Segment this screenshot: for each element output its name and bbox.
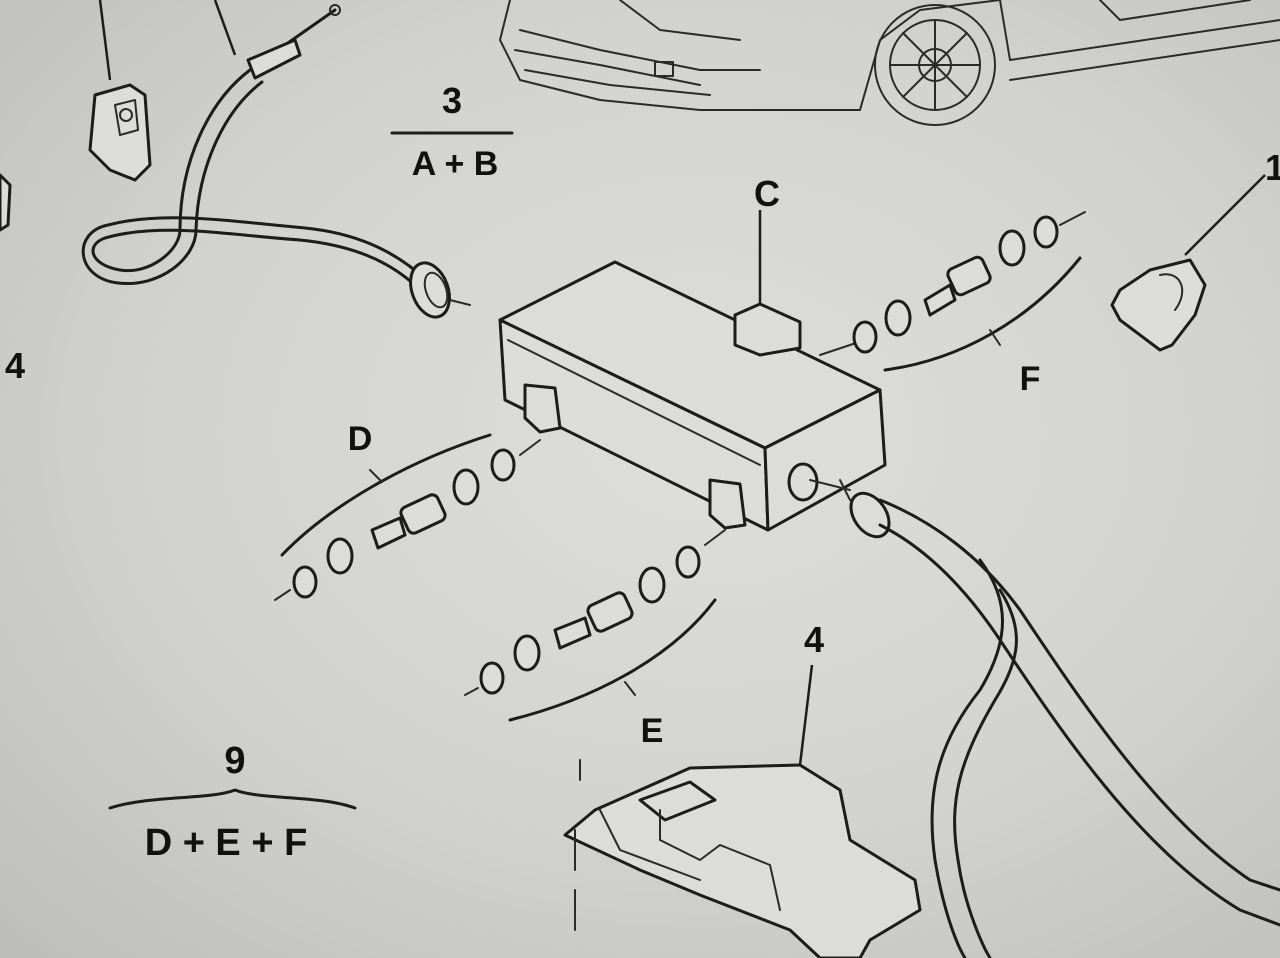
label-3: 3 [442,80,462,121]
car-illustration [499,0,1280,126]
label-d: D [348,420,373,458]
label-d-plus-e-plus-f: D + E + F [145,822,308,864]
bracket-right [1110,174,1266,352]
label-9: 9 [224,740,245,782]
small-part-left [0,173,12,232]
fastener-group-f [819,211,1086,372]
label-e: E [641,712,664,750]
label-1: 1 [1265,147,1280,188]
label-c: C [754,173,780,214]
label-4-left: 4 [5,345,25,386]
cable-assembly-a [81,0,471,319]
cable-assembly-b [849,491,1280,958]
mounting-bracket-bottom [563,664,922,958]
label-f: F [1020,360,1041,398]
control-unit-box [498,210,887,532]
fastener-group-d [274,433,541,601]
bracket-top-left [88,0,152,182]
brace-9 [108,788,357,810]
fastener-group-e [464,529,726,722]
label-a-plus-b: A + B [412,145,499,183]
label-4-bottom: 4 [804,619,824,660]
